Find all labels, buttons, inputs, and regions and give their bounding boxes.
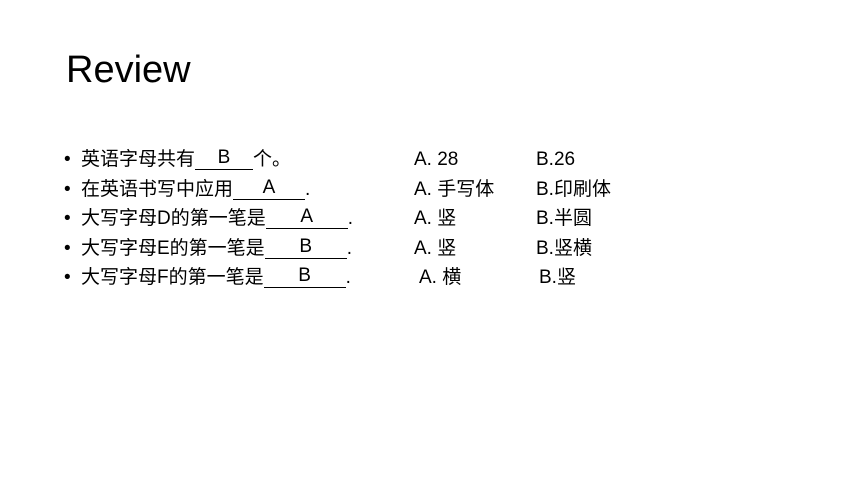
question-prefix: 大写字母F的第一笔是 xyxy=(81,267,264,288)
answer-blank: B xyxy=(264,236,347,259)
option-b: B.半圆 xyxy=(536,208,592,229)
option-b: B.竖横 xyxy=(536,237,592,259)
option-b: B.印刷体 xyxy=(536,178,611,200)
question-prefix: 英语字母共有 xyxy=(81,149,196,170)
bullet-icon: • xyxy=(64,178,71,200)
bullet-icon: • xyxy=(64,208,71,229)
option-a: A. 竖 xyxy=(414,237,457,259)
option-a: A. 手写体 xyxy=(414,178,495,200)
answer-blank: A xyxy=(265,206,348,229)
answer-blank: A xyxy=(233,177,306,200)
question-suffix: . xyxy=(347,208,354,229)
option-a: A. 横 xyxy=(419,267,462,288)
option-b: B.26 xyxy=(536,149,576,170)
slide-title: Review xyxy=(66,49,191,91)
answer-blank: B xyxy=(263,265,346,288)
bullet-icon: • xyxy=(64,237,71,259)
question-prefix: 大写字母D的第一笔是 xyxy=(81,208,266,229)
bullet-icon: • xyxy=(64,149,71,170)
question-suffix: 个。 xyxy=(253,149,292,170)
question-prefix: 大写字母E的第一笔是 xyxy=(81,237,265,259)
question-suffix: . xyxy=(346,237,352,259)
option-b: B.竖 xyxy=(539,267,576,288)
question-suffix: . xyxy=(345,267,351,288)
option-a: A. 28 xyxy=(414,149,459,170)
answer-blank: B xyxy=(195,147,254,170)
question-suffix: . xyxy=(305,178,311,200)
question-prefix: 在英语书写中应用 xyxy=(81,178,234,200)
option-a: A. 竖 xyxy=(414,208,457,229)
bullet-icon: • xyxy=(64,267,71,288)
